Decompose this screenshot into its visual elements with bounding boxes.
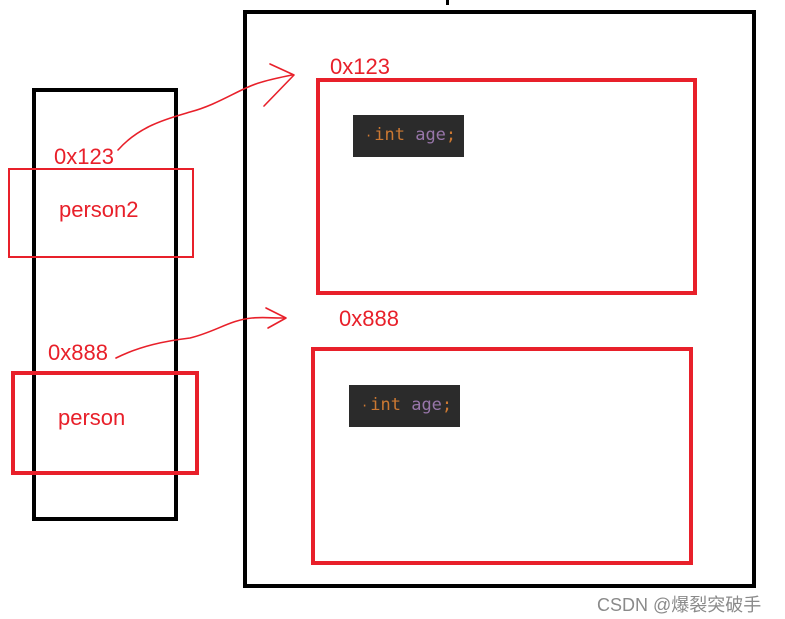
heap-top-mark bbox=[446, 0, 449, 5]
heap-object-2-address: 0x888 bbox=[339, 306, 399, 331]
arrowhead-0x888 bbox=[265, 307, 287, 329]
stack-frame bbox=[32, 88, 178, 521]
stack-var-person2-label: person2 bbox=[59, 197, 139, 222]
heap-object-1-code: ·int age; bbox=[353, 115, 464, 157]
code-field: age bbox=[411, 395, 442, 415]
code-gutter-mark: · bbox=[361, 399, 369, 413]
stack-var-person-address: 0x888 bbox=[48, 340, 108, 365]
heap-frame bbox=[243, 10, 756, 588]
watermark: CSDN @爆裂突破手 bbox=[597, 595, 762, 615]
stack-var-person2-address: 0x123 bbox=[54, 144, 114, 169]
heap-object-2-code: ·int age; bbox=[349, 385, 460, 427]
stack-var-person-box bbox=[11, 371, 199, 475]
code-keyword: int bbox=[370, 395, 401, 415]
heap-object-2-box bbox=[311, 347, 693, 565]
code-keyword: int bbox=[374, 125, 405, 145]
stack-var-person2-box bbox=[8, 168, 194, 258]
code-field: age bbox=[415, 125, 446, 145]
arrowhead-0x123 bbox=[263, 63, 295, 107]
heap-object-1-address: 0x123 bbox=[330, 54, 390, 79]
stack-var-person-label: person bbox=[58, 405, 126, 430]
code-punct: ; bbox=[441, 395, 453, 415]
code-punct: ; bbox=[445, 125, 457, 145]
arrow-person-to-0x888 bbox=[115, 316, 285, 359]
code-gutter-mark: · bbox=[365, 129, 373, 143]
heap-object-1-box bbox=[316, 78, 697, 295]
arrow-person2-to-0x123 bbox=[117, 74, 293, 151]
